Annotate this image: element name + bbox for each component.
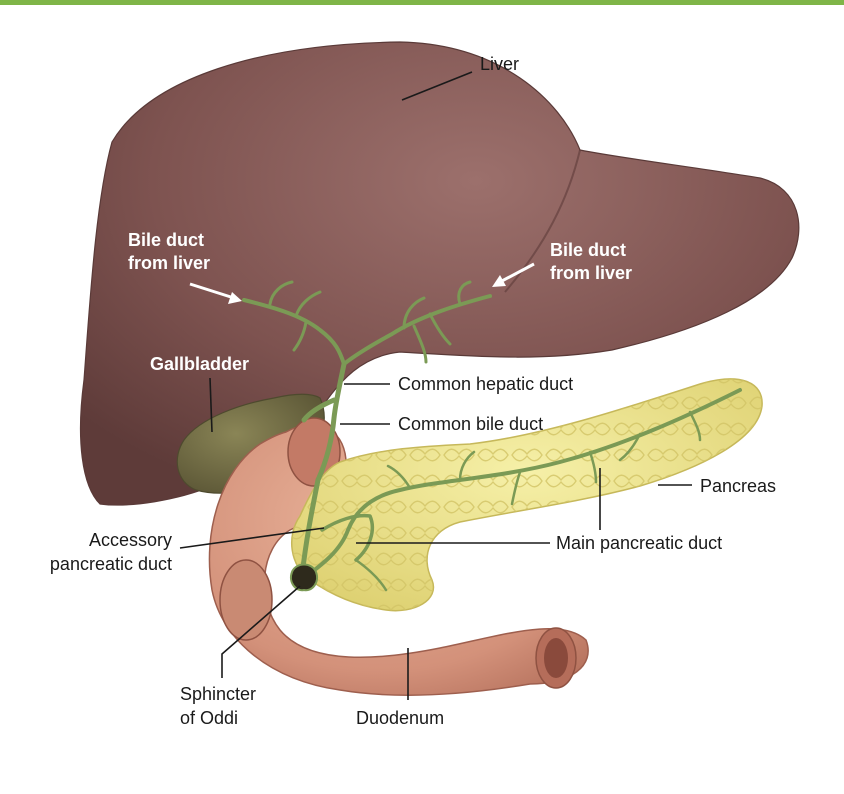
duodenum-opening-cut: [219, 559, 273, 641]
label-pancreas: Pancreas: [700, 476, 776, 496]
duodenum-opening-end-inner: [544, 638, 568, 678]
label-common-hepatic-duct: Common hepatic duct: [398, 374, 573, 394]
liver-lobe-crease: [504, 149, 581, 293]
top-rule: [0, 0, 844, 5]
leader-accessory-duct: [179, 527, 325, 549]
label-bile-duct-left-line1: Bile duct: [128, 230, 204, 250]
arrow-bile-duct-left: [189, 282, 242, 304]
label-duodenum: Duodenum: [356, 708, 444, 728]
label-bile-duct-right-line2: from liver: [550, 263, 632, 283]
leader-gallbladder: [209, 377, 213, 433]
label-gallbladder: Gallbladder: [150, 354, 249, 374]
sphincter-of-oddi: [290, 563, 318, 592]
label-accessory-line1: Accessory: [89, 530, 172, 550]
label-sphincter-line2: of Oddi: [180, 708, 238, 728]
duodenum-opening-top: [287, 417, 341, 487]
label-accessory-line2: pancreatic duct: [50, 554, 172, 574]
leader-liver: [401, 71, 473, 101]
liver: [79, 41, 800, 506]
pancreas-texture: [291, 378, 763, 611]
label-bile-duct-left-line2: from liver: [128, 253, 210, 273]
leader-sphincter: [221, 585, 301, 678]
label-bile-duct-right-line1: Bile duct: [550, 240, 626, 260]
label-main-pancreatic-duct: Main pancreatic duct: [556, 533, 722, 553]
bile-duct-system: [242, 280, 742, 592]
label-common-bile-duct: Common bile duct: [398, 414, 543, 434]
label-liver: Liver: [480, 54, 519, 74]
arrow-bile-duct-right: [492, 262, 535, 287]
label-sphincter-line1: Sphincter: [180, 684, 256, 704]
